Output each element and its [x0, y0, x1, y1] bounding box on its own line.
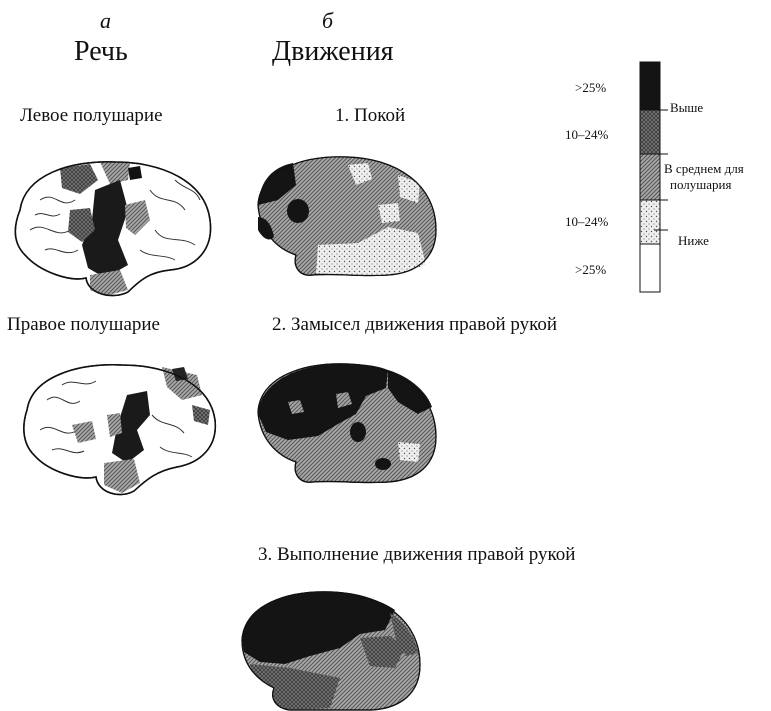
legend-above-label: Выше — [670, 100, 703, 116]
legend-lower-mid-percent: 10–24% — [565, 214, 608, 230]
legend-scale-bar — [630, 60, 670, 295]
legend-top-percent: >25% — [575, 80, 606, 96]
movement-panel-3-label: 3. Выполнение движения правой рукой — [258, 544, 575, 566]
column-b-title: Движения — [272, 36, 394, 68]
legend-below-label: Ниже — [678, 233, 709, 249]
column-a-title: Речь — [74, 36, 128, 68]
speech-left-hemisphere-label: Левое полушарие — [20, 105, 163, 127]
legend-average-label-line2: полушария — [670, 177, 732, 193]
movement-execution-map — [230, 578, 435, 711]
movement-rest-map — [248, 145, 448, 285]
column-a-letter: а — [100, 8, 111, 34]
legend-bottom-percent: >25% — [575, 262, 606, 278]
legend-upper-mid-percent: 10–24% — [565, 127, 608, 143]
speech-right-hemisphere-label: Правое полушарие — [7, 314, 160, 336]
column-b-letter: б — [322, 8, 333, 34]
movement-panel-1-label: 1. Покой — [335, 105, 405, 127]
speech-left-hemisphere-map — [0, 150, 220, 300]
legend-average-label-line1: В среднем для — [664, 161, 744, 177]
speech-right-hemisphere-map — [12, 355, 227, 500]
movement-panel-2-label: 2. Замысел движения правой рукой — [272, 314, 557, 336]
movement-intention-map — [248, 352, 448, 492]
